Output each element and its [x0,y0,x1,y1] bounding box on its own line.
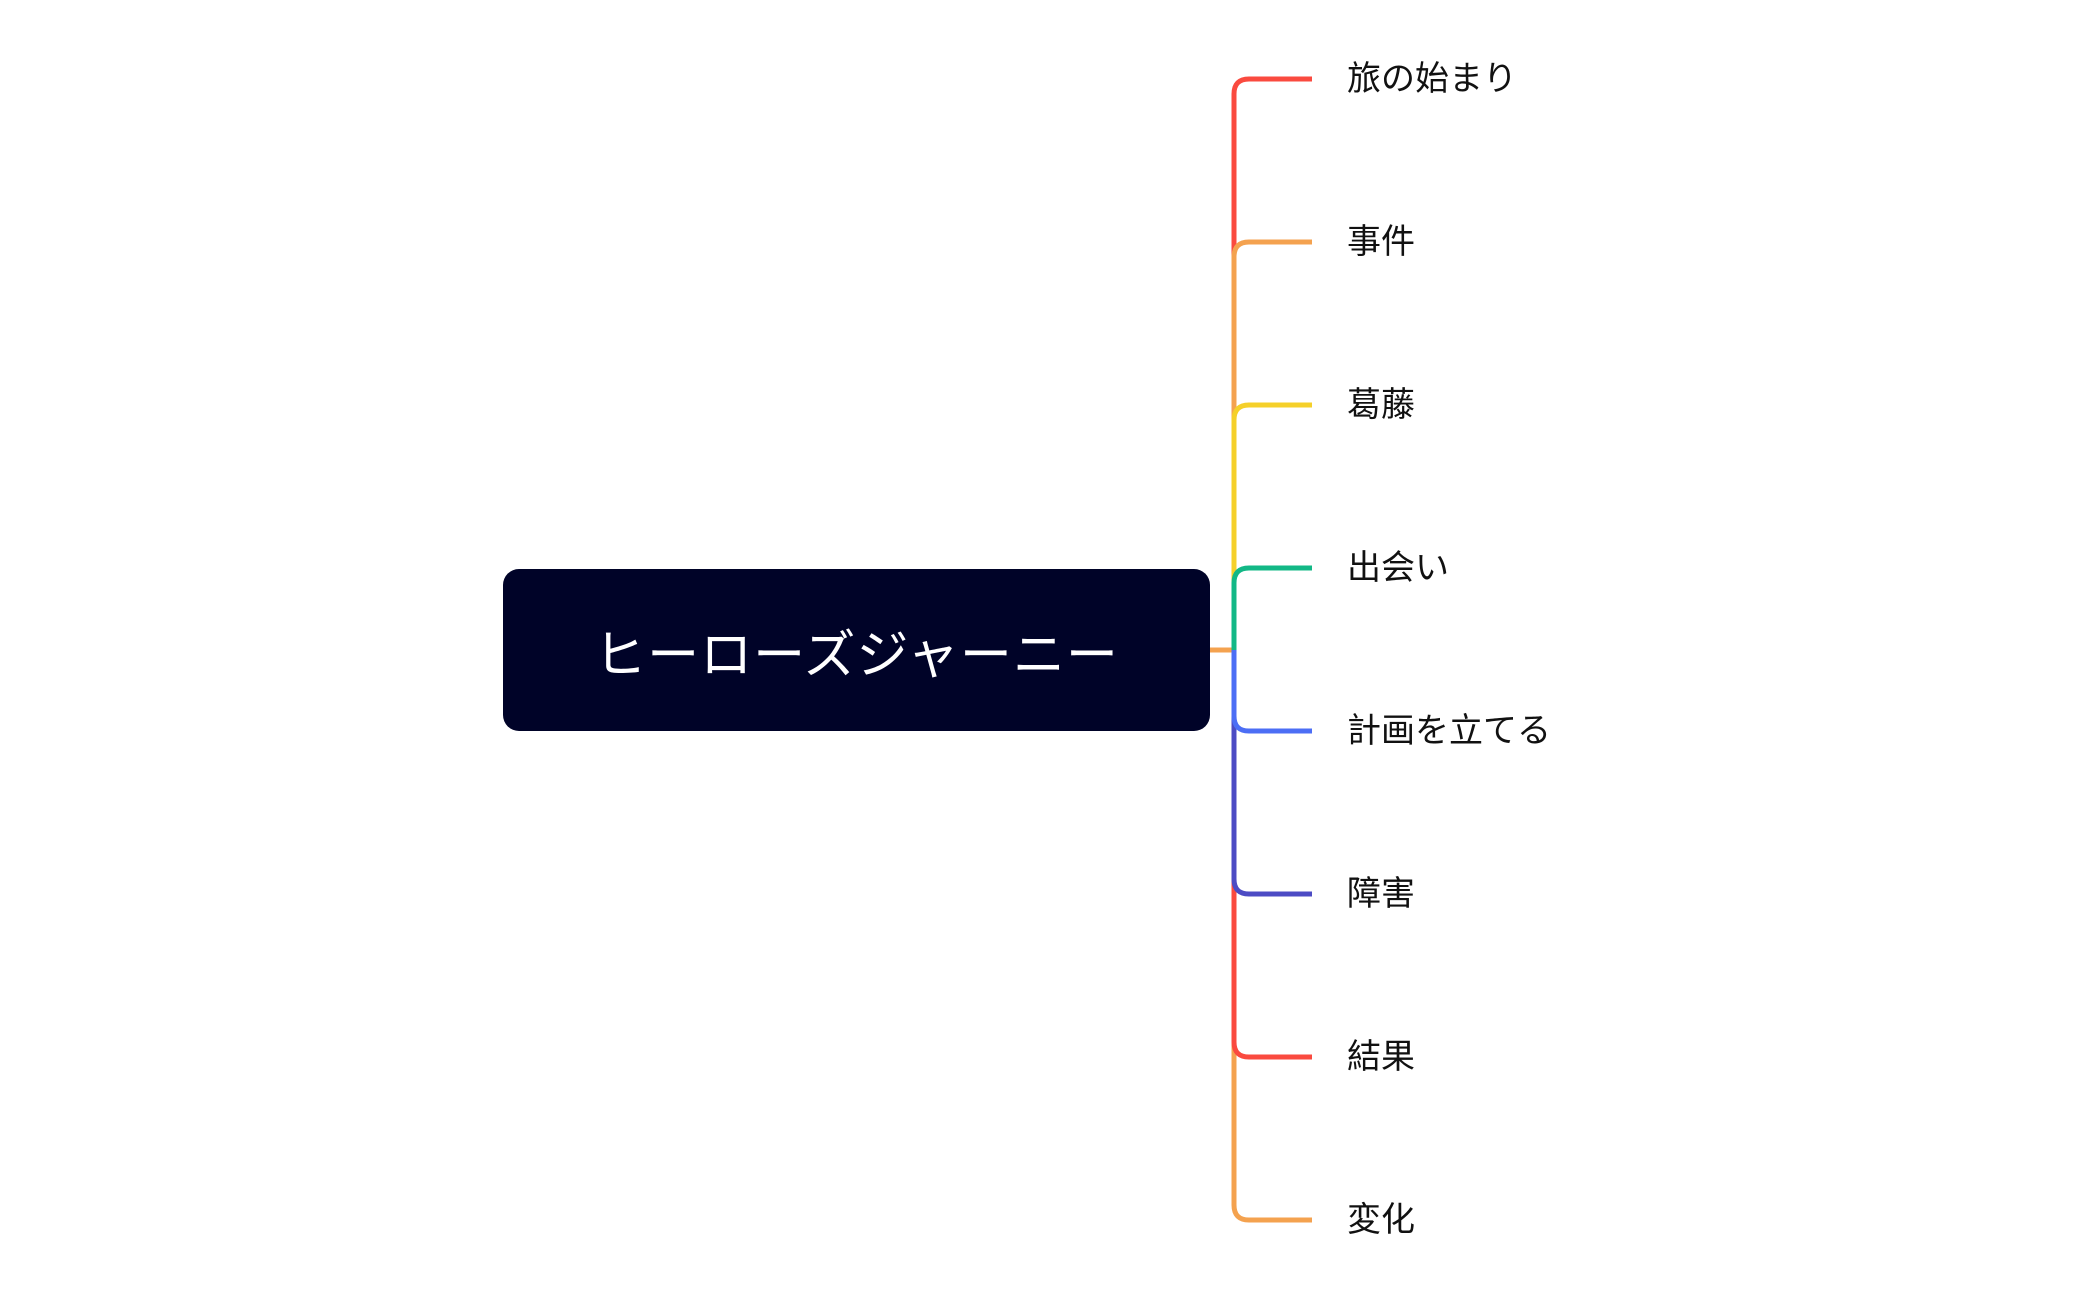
branch-line [1231,650,1312,1060]
root-node[interactable]: ヒーローズジャーニー [503,569,1210,731]
child-node-obstacle[interactable]: 障害 [1347,874,1415,914]
branch-line [1231,239,1312,650]
root-node-label: ヒーローズジャーニー [594,625,1119,686]
child-node-change[interactable]: 変化 [1347,1200,1415,1240]
branch-line [1231,650,1312,734]
branch-line [1231,76,1312,650]
branch-line [1231,402,1312,650]
child-node-journey-start[interactable]: 旅の始まり [1347,59,1517,99]
branch-line [1231,650,1312,1223]
child-node-result[interactable]: 結果 [1347,1037,1415,1077]
branch-line [1231,650,1312,897]
branch-line [1231,565,1312,650]
child-node-conflict[interactable]: 葛藤 [1347,385,1415,425]
child-node-make-plan[interactable]: 計画を立てる [1347,711,1551,751]
child-node-incident[interactable]: 事件 [1347,222,1415,262]
child-node-encounter[interactable]: 出会い [1347,548,1449,588]
